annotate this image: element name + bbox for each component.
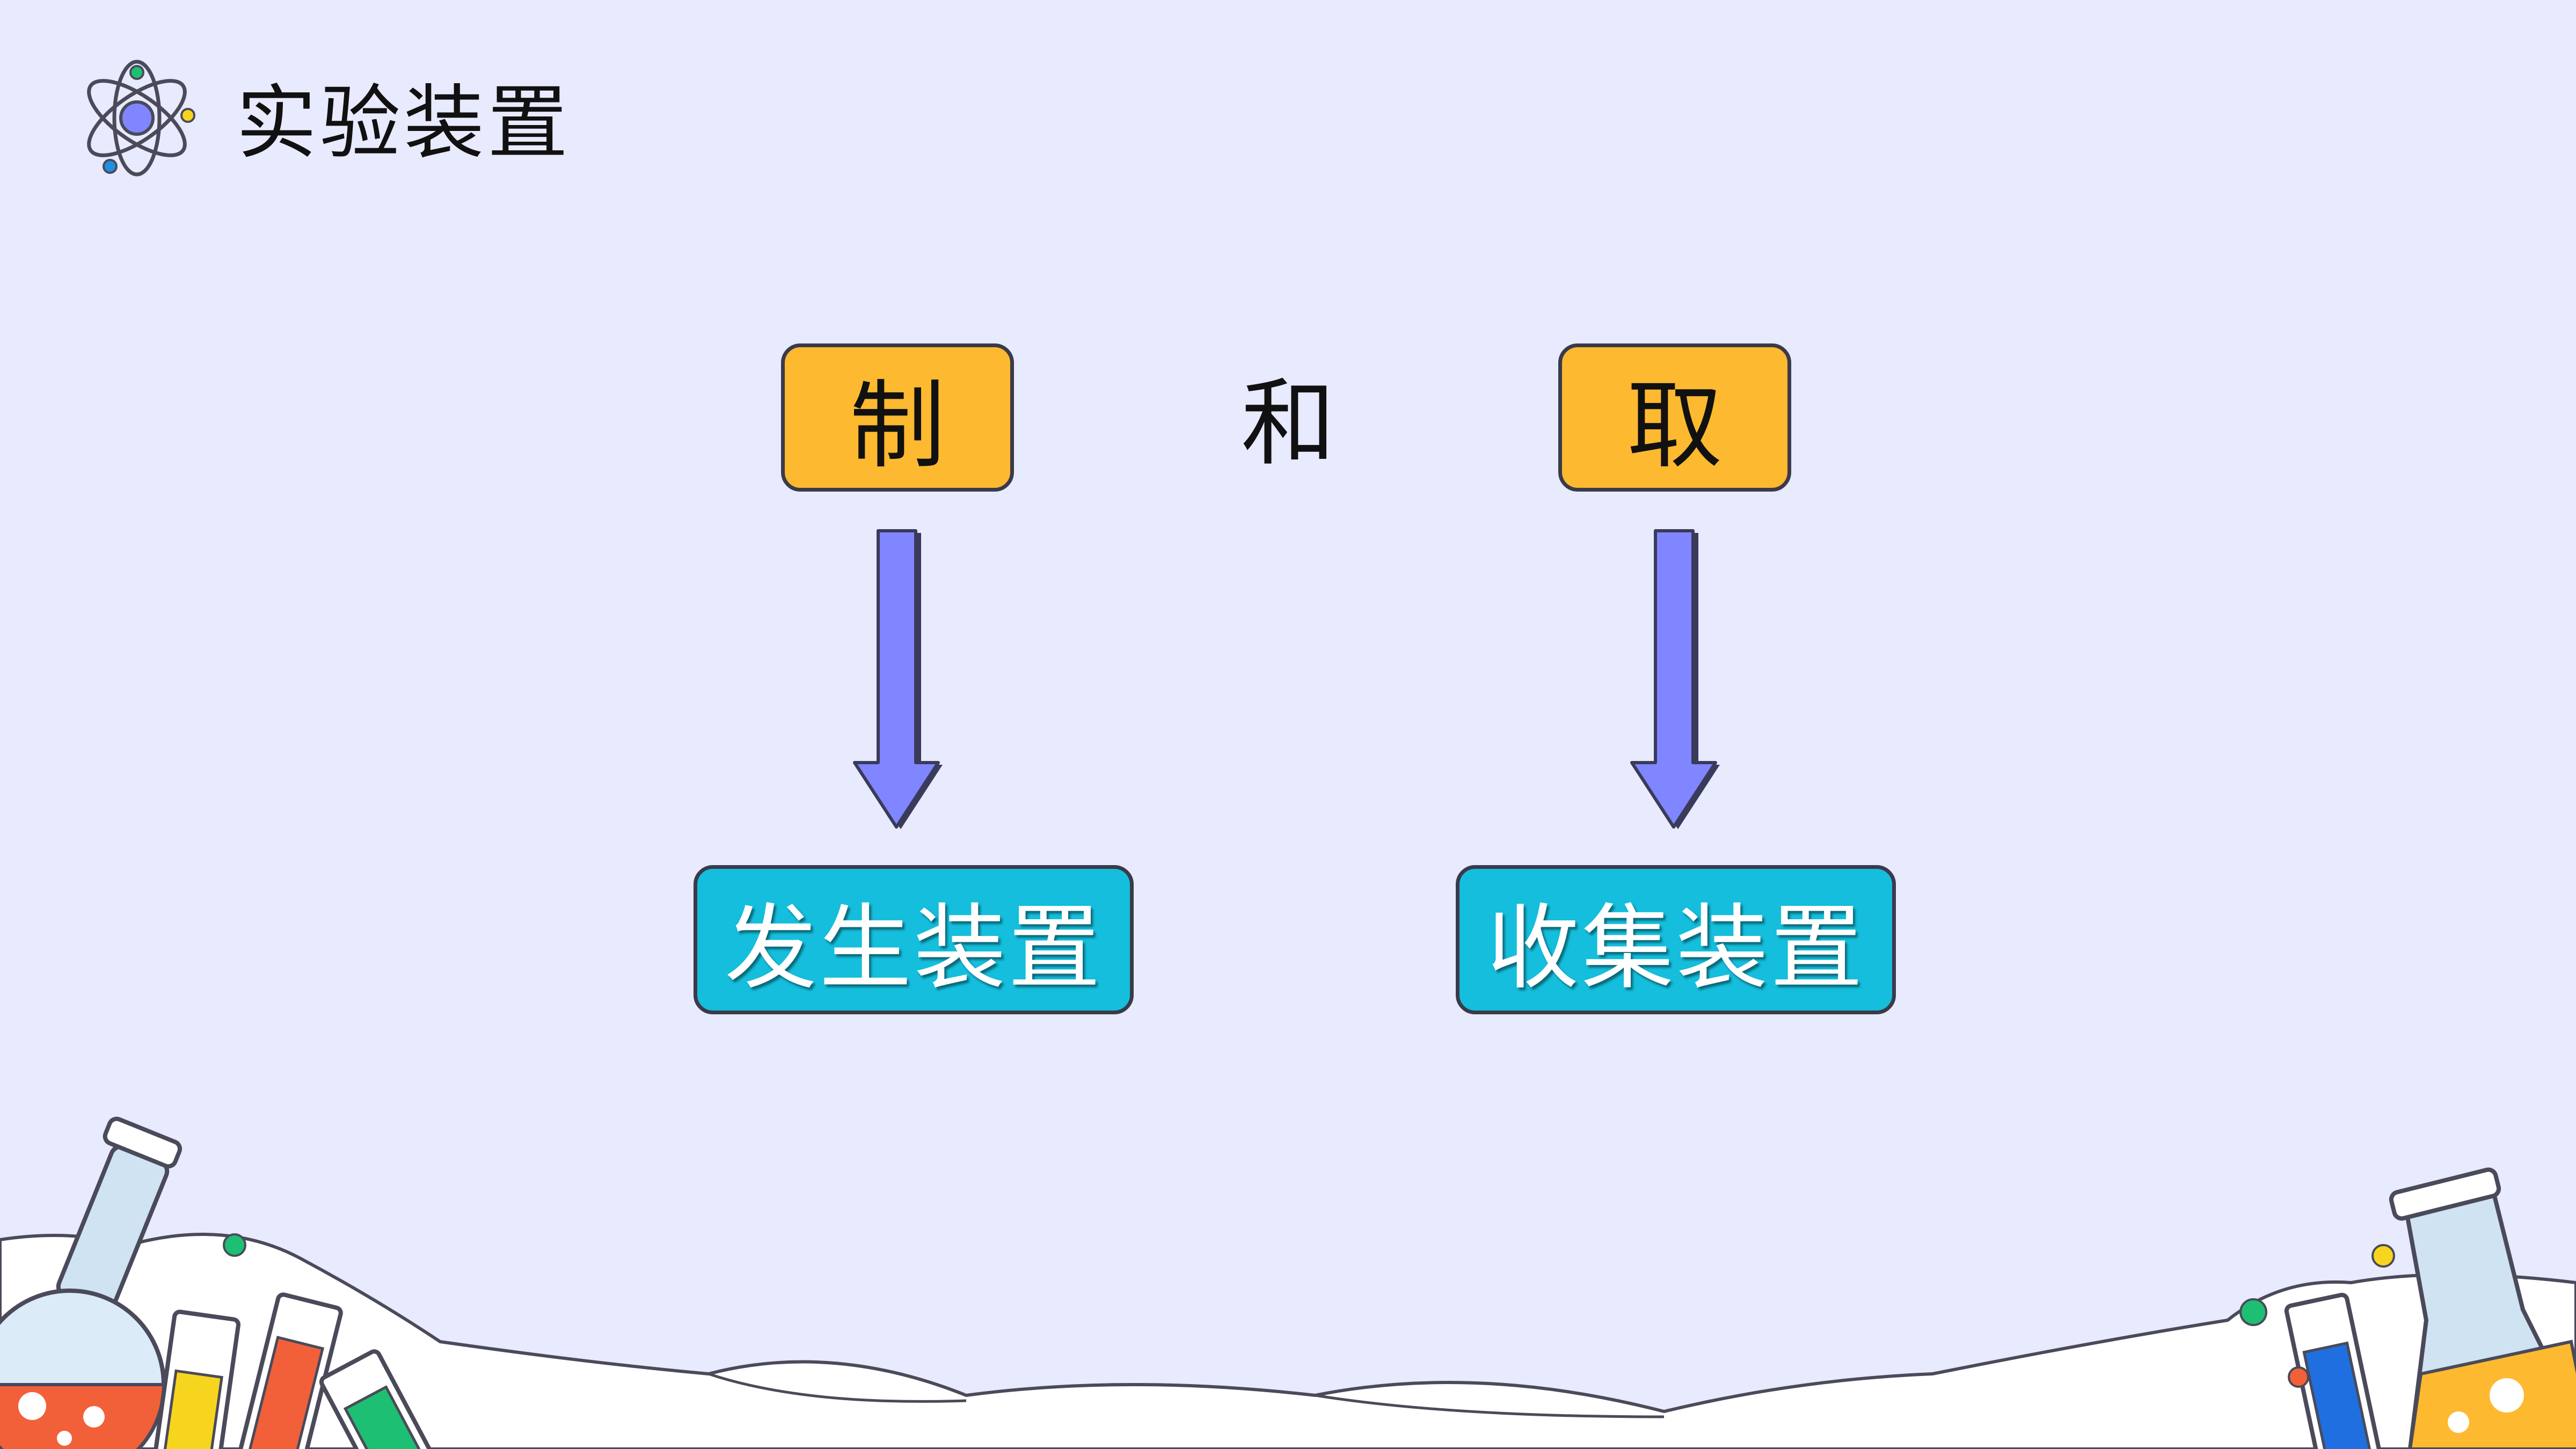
down-arrow-icon xyxy=(1630,529,1720,829)
conical-flask-icon xyxy=(2389,1167,2576,1449)
test-tube-icon xyxy=(2284,1292,2383,1449)
bottom-right-box: 收集装置 xyxy=(1456,865,1896,1014)
atom-icon xyxy=(87,60,195,177)
test-tube-icon xyxy=(151,1292,442,1449)
round-flask-icon xyxy=(0,1116,183,1449)
bottom-left-box: 发生装置 xyxy=(694,865,1134,1014)
top-right-box: 取 xyxy=(1558,343,1791,492)
top-left-box: 制 xyxy=(781,343,1014,492)
connector-text: 和 xyxy=(1240,369,1336,479)
down-arrow-icon xyxy=(853,529,943,829)
page-title: 实验装置 xyxy=(236,77,572,170)
